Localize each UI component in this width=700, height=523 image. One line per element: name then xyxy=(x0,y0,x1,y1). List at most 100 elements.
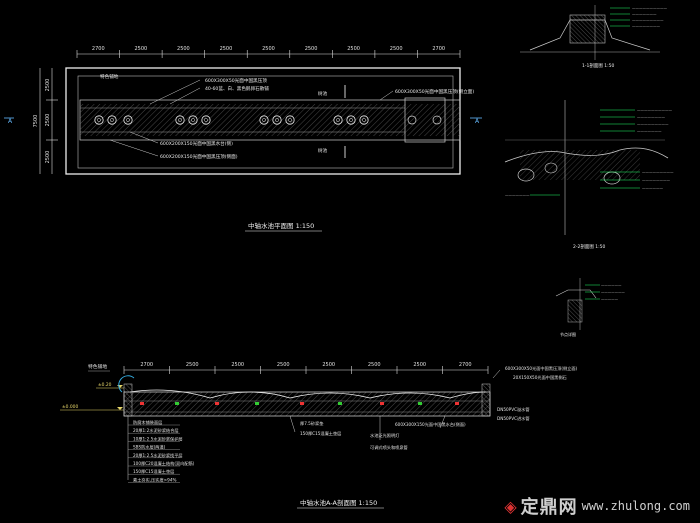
section-marker xyxy=(338,402,342,405)
section-layer-note: 150厚C15混凝土垫层 xyxy=(133,468,174,475)
plan-note-paving: 特色铺地 xyxy=(100,73,119,80)
nozzle-circle xyxy=(346,115,356,125)
plan-top-dim-label: 2700 xyxy=(92,46,105,52)
section-layer-note: 素土夯实,压实度>94% xyxy=(133,476,176,483)
section-marker xyxy=(255,402,259,405)
watermark-logo-icon: ◈ xyxy=(504,496,517,516)
section-marker xyxy=(300,402,304,405)
detail-2-title: 2-2剖面图 1:50 xyxy=(573,243,606,250)
svg-text:———————: ——————— xyxy=(505,193,530,197)
svg-text:———————: ——————— xyxy=(632,12,657,16)
plan-top-dim-label: 2500 xyxy=(220,46,233,52)
nozzle-circle xyxy=(259,115,269,125)
section-note-r5: 600X300X150光面中国黑水台(侧面) xyxy=(395,421,466,428)
svg-text:——————: —————— xyxy=(642,186,664,190)
section-note-r7: 可调式喷头和喷泉管 xyxy=(370,444,408,451)
section-note-r1: 600X300X50光面中国黑压顶(侧立面) xyxy=(505,365,578,372)
svg-text:————————: ———————— xyxy=(642,178,671,182)
nozzle-circle xyxy=(188,115,198,125)
watermark-url: www.zhulong.com xyxy=(581,499,690,513)
section-note-r2: 20X150X50光面中国黑侧石 xyxy=(513,374,567,381)
svg-text:——————————: —————————— xyxy=(632,6,668,10)
svg-text:—————: ————— xyxy=(601,297,619,301)
nozzle-circle xyxy=(94,115,104,125)
nozzle-circle xyxy=(175,115,185,125)
plan-title: 中轴水池平面图 1:150 xyxy=(248,221,314,230)
section-layer-note: 防腐木铺装面层 xyxy=(133,419,162,426)
watermark-text: 定鼎网 xyxy=(520,497,578,518)
section-layer-note: 20厚1:2.5水泥砂浆找平层 xyxy=(133,452,183,459)
plan-top-dim-label: 2500 xyxy=(390,46,403,52)
section-layer-note: 20厚1:2水泥砂浆结合层 xyxy=(133,427,179,434)
plan-top-dim-label: 2500 xyxy=(347,46,360,52)
nozzle-circle xyxy=(201,115,211,125)
plan-note-5: 600X200X150光面中国黑压顶(侧面) xyxy=(160,153,238,160)
detail-3-title: 节点详图 xyxy=(560,331,576,337)
section-layer-note: 100厚C20混凝土结构(双向配筋) xyxy=(133,460,195,467)
nozzle-circle xyxy=(285,115,295,125)
plan-nozzles xyxy=(94,115,369,125)
section-marker xyxy=(215,402,219,405)
nozzle-core xyxy=(262,118,266,122)
svg-text:—————————: ————————— xyxy=(637,122,669,126)
plan-note-tree1: 树池 xyxy=(318,90,328,97)
plan-channel-hatch xyxy=(80,104,460,136)
nozzle-circle xyxy=(107,115,117,125)
section-title: 中轴水池A-A剖面图 1:150 xyxy=(300,498,377,507)
section-dim-label: 2700 xyxy=(459,362,472,368)
section-dim-label: 2500 xyxy=(322,362,335,368)
plan-note-4: 600X200X150光面中国黑水台(侧) xyxy=(160,140,233,147)
section-note-m2: 150厚C15混凝土垫层 xyxy=(300,430,341,437)
nozzle-core xyxy=(110,118,114,122)
section-elev-2: ±0.000 xyxy=(62,404,78,410)
nozzle-core xyxy=(288,118,292,122)
section-dim-label: 2500 xyxy=(277,362,290,368)
svg-text:—————————: ————————— xyxy=(642,170,674,174)
plan-note-2: 40-60蓝、白、黑色鹅卵石散铺 xyxy=(205,85,269,92)
section-dim-label: 2500 xyxy=(231,362,244,368)
plan-note-3: 600X300X50光面中国黑压顶(侧立面) xyxy=(395,88,474,95)
nozzle-core xyxy=(336,118,340,122)
section-marker xyxy=(380,402,384,405)
section-marker xyxy=(175,402,179,405)
svg-text:————————: ———————— xyxy=(637,115,666,119)
svg-text:——————————: —————————— xyxy=(637,108,673,112)
section-note-r4: DN50PVC进水管 xyxy=(497,415,530,422)
plan-note-tree2: 树池 xyxy=(318,147,328,154)
nozzle-core xyxy=(178,118,182,122)
section-note-r3: DN50PVC溢水管 xyxy=(497,406,530,413)
plan-left-dim-3: 2500 xyxy=(45,151,51,164)
nozzle-core xyxy=(126,118,130,122)
section-layer-note: 10厚1:2.5水泥砂浆保护层 xyxy=(133,435,183,442)
section-marker xyxy=(418,402,422,405)
plan-section-mark-right: A xyxy=(475,118,480,125)
section-marker xyxy=(140,402,144,405)
section-elev-1: ±0.20 xyxy=(98,382,112,388)
svg-text:—————————: ————————— xyxy=(632,18,664,22)
nozzle-circle xyxy=(333,115,343,125)
nozzle-core xyxy=(275,118,279,122)
plan-left-dim-1: 2500 xyxy=(45,79,51,92)
plan-top-dim-label: 2500 xyxy=(177,46,190,52)
nozzle-core xyxy=(204,118,208,122)
section-left-label: 特色铺地 xyxy=(88,363,107,370)
nozzle-circle xyxy=(123,115,133,125)
section-dim-label: 2500 xyxy=(186,362,199,368)
plan-section-mark-left: A xyxy=(8,118,13,125)
section-note-m1: 厚7.5砂浆垫 xyxy=(300,420,324,427)
section-layer-notes: 防腐木铺装面层20厚1:2水泥砂浆结合层10厚1:2.5水泥砂浆保护层SBS防水… xyxy=(128,419,195,483)
section-note-r6: 水池泛光照明灯 xyxy=(370,432,400,439)
plan-top-dim-label: 2500 xyxy=(134,46,147,52)
plan-top-dim-label: 2500 xyxy=(262,46,275,52)
nozzle-core xyxy=(97,118,101,122)
nozzle-core xyxy=(191,118,195,122)
plan-left-dim-2: 2500 xyxy=(45,114,51,127)
plan-right-tree-pit xyxy=(404,97,446,143)
nozzle-core xyxy=(349,118,353,122)
detail-3: —————————————————— 节点详图 xyxy=(555,278,625,337)
plan-note-1: 600X300X50光面中国黑压顶 xyxy=(205,77,267,84)
